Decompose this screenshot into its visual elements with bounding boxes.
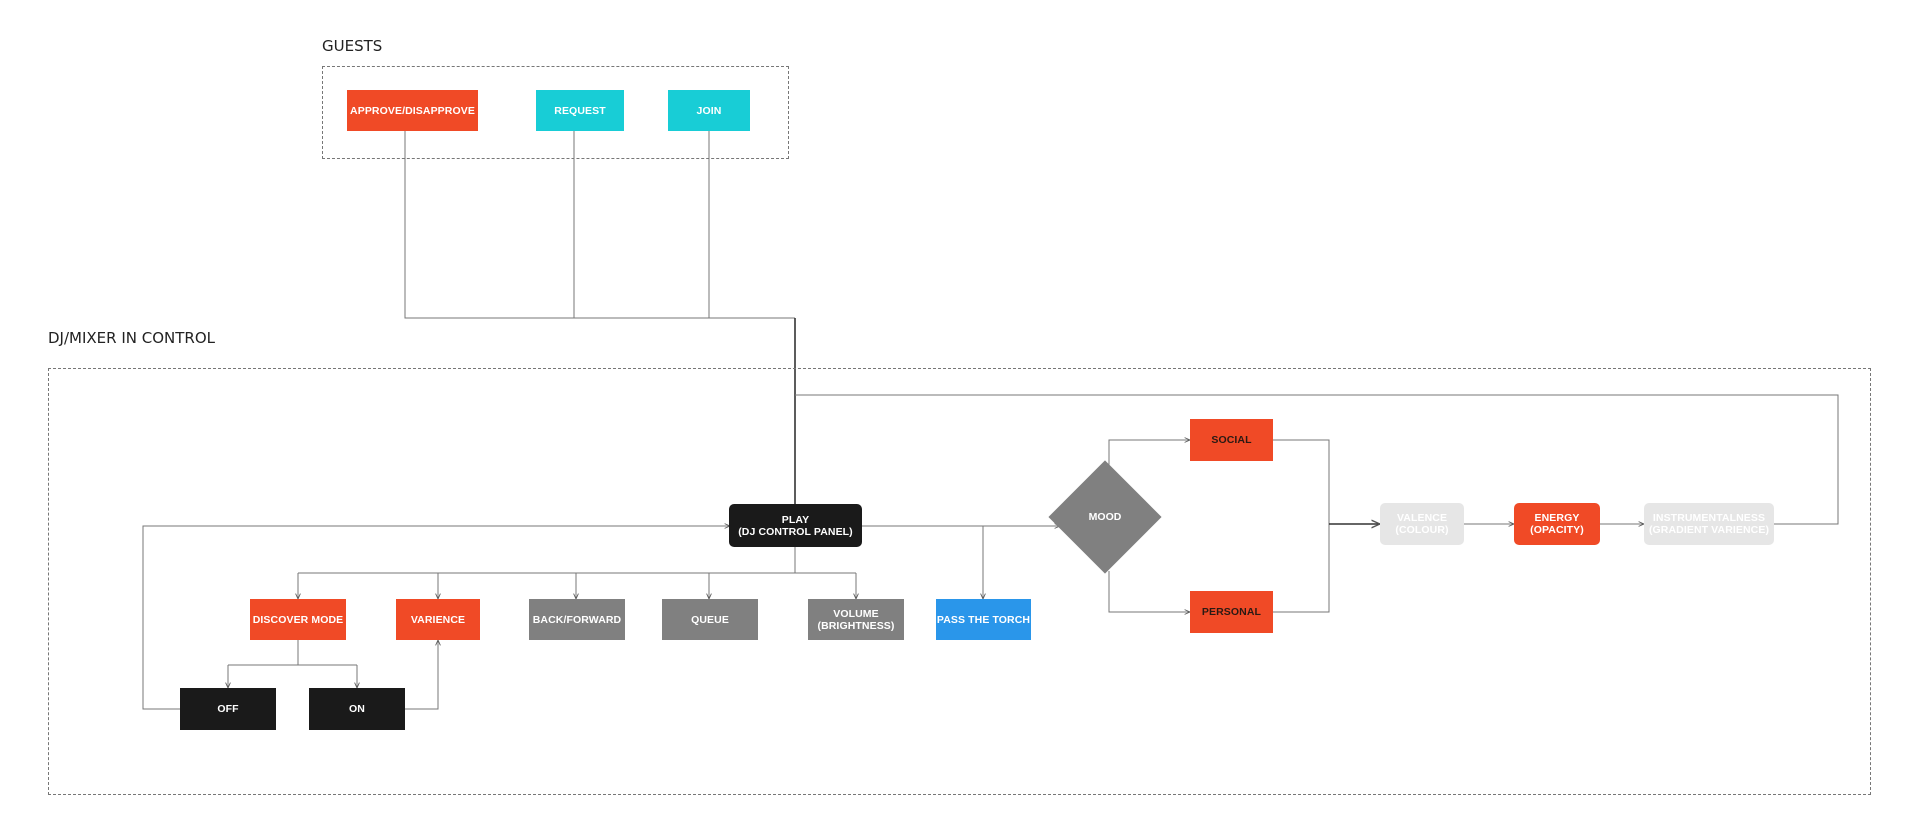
discover-mode-label: DISCOVER MODE [252, 613, 344, 626]
energy-sublabel: (OPACITY) [1530, 524, 1584, 536]
guests-section-title: GUESTS [322, 37, 383, 55]
back-forward-button[interactable]: BACK/FORWARD [529, 599, 625, 640]
personal-label: PERSONAL [1201, 606, 1262, 618]
queue-label: QUEUE [691, 613, 729, 626]
discover-off-button[interactable]: OFF [180, 688, 276, 730]
energy-label: ENERGY [1534, 512, 1580, 524]
approve-disapprove-label: APPROVE/DISAPPROVE [350, 104, 475, 117]
social-label: SOCIAL [1211, 434, 1252, 446]
valence-colour-node[interactable]: VALENCE (COLOUR) [1380, 503, 1464, 545]
discover-on-button[interactable]: ON [309, 688, 405, 730]
pass-the-torch-label: PASS THE TORCH [936, 613, 1031, 626]
connector-on-to-varience [405, 640, 438, 710]
dj-section-title: DJ/MIXER IN CONTROL [48, 329, 215, 347]
instrumentalness-sublabel: (GRADIENT VARIENCE) [1648, 524, 1770, 536]
instrumentalness-node[interactable]: INSTRUMENTALNESS (GRADIENT VARIENCE) [1644, 503, 1774, 545]
connector-mood-to-personal [1108, 571, 1190, 612]
play-dj-control-panel[interactable]: PLAY (DJ CONTROL PANEL) [729, 504, 862, 547]
dj-group-frame [48, 368, 1871, 795]
join-button[interactable]: JOIN [668, 90, 750, 131]
connector-social-to-merge [1273, 439, 1330, 613]
instrumentalness-label: INSTRUMENTALNESS [1652, 512, 1766, 524]
connector-approve-to-play [404, 131, 795, 319]
connector-off-to-play [142, 526, 730, 710]
valence-sublabel: (COLOUR) [1395, 524, 1449, 536]
play-label: PLAY [781, 513, 810, 526]
approve-disapprove-button[interactable]: APPROVE/DISAPPROVE [347, 90, 478, 131]
queue-button[interactable]: QUEUE [662, 599, 758, 640]
back-forward-label: BACK/FORWARD [532, 613, 622, 626]
request-button[interactable]: REQUEST [536, 90, 624, 131]
volume-sublabel: (BRIGHTNESS) [817, 619, 895, 632]
varience-button[interactable]: VARIENCE [396, 599, 480, 640]
connector-loop-back [795, 394, 1839, 525]
volume-brightness-button[interactable]: VOLUME (BRIGHTNESS) [808, 599, 904, 640]
on-label: ON [349, 703, 365, 715]
play-sublabel: (DJ CONTROL PANEL) [738, 525, 853, 538]
pass-the-torch-button[interactable]: PASS THE TORCH [936, 599, 1031, 640]
guests-group-frame [322, 66, 789, 159]
varience-label: VARIENCE [410, 613, 466, 626]
off-label: OFF [217, 703, 239, 715]
personal-node[interactable]: PERSONAL [1190, 591, 1273, 633]
discover-mode-button[interactable]: DISCOVER MODE [250, 599, 346, 640]
request-label: REQUEST [554, 104, 606, 117]
energy-opacity-node[interactable]: ENERGY (OPACITY) [1514, 503, 1600, 545]
join-label: JOIN [696, 104, 722, 117]
social-node[interactable]: SOCIAL [1190, 419, 1273, 461]
volume-label: VOLUME [833, 607, 879, 620]
valence-label: VALENCE [1396, 512, 1448, 524]
